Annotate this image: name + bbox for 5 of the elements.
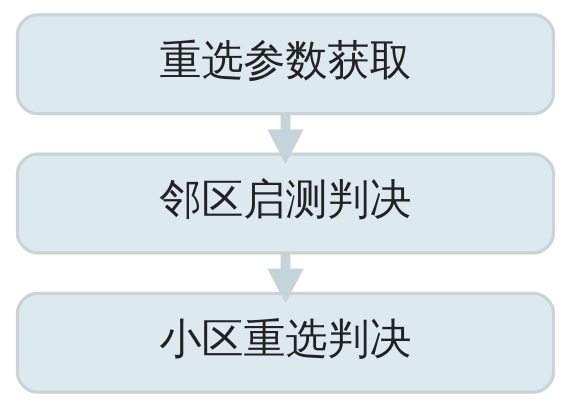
node-box: 小区重选判决 (16, 292, 556, 394)
arrow (267, 253, 304, 304)
arrow (267, 114, 304, 164)
node-box: 邻区启测判决 (16, 152, 556, 255)
node-box: 重选参数获取 (16, 13, 556, 116)
